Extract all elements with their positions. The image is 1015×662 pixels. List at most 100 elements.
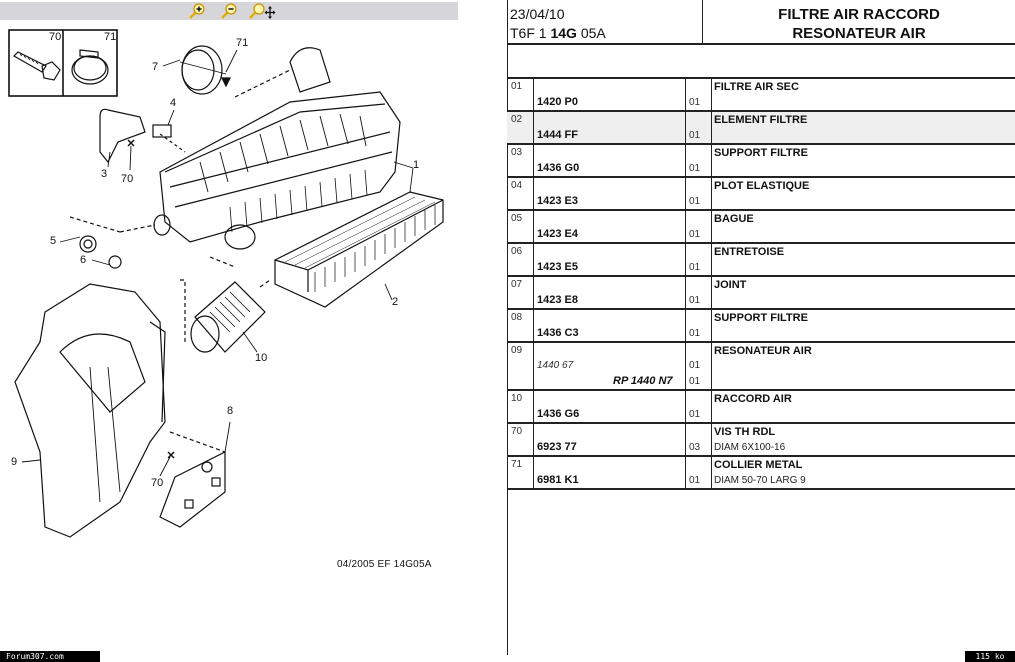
- part-note: DIAM 6X100-16: [714, 442, 786, 453]
- callout-70: 70: [151, 477, 164, 489]
- part-description: RESONATEUR AIR: [714, 345, 812, 357]
- callout-4: 4: [170, 97, 177, 109]
- small-parts: [69, 108, 186, 459]
- callout-70: 70: [49, 31, 62, 43]
- column-separator: [533, 457, 534, 488]
- part-number: RP 1440 N7: [613, 375, 673, 387]
- ring-part: [179, 45, 291, 98]
- bracket-part: [159, 431, 226, 528]
- ref-number: 09: [511, 345, 523, 356]
- ref-number: 10: [511, 393, 523, 404]
- part-description: PLOT ELASTIQUE: [714, 180, 810, 192]
- zoom-pan-button[interactable]: [248, 3, 276, 19]
- column-separator: [711, 145, 712, 176]
- column-separator: [711, 244, 712, 275]
- callout-1: 1: [413, 159, 420, 171]
- quantity: 01: [689, 130, 701, 141]
- part-number: 1420 P0: [537, 96, 578, 108]
- callout-9: 9: [11, 456, 18, 468]
- callout-70: 70: [121, 173, 134, 185]
- column-separator: [533, 391, 534, 422]
- column-separator: [685, 211, 686, 242]
- column-separator: [711, 211, 712, 242]
- column-separator: [533, 277, 534, 308]
- column-separator: [711, 391, 712, 422]
- header-separator: [702, 0, 703, 43]
- part-number: 1423 E4: [537, 228, 578, 240]
- column-separator: [685, 178, 686, 209]
- column-separator: [533, 211, 534, 242]
- diagram-drawing: [8, 29, 444, 538]
- column-separator: [685, 391, 686, 422]
- ref-number: 05: [511, 213, 523, 224]
- size-badge: 115 ko: [965, 651, 1015, 662]
- column-separator: [685, 343, 686, 389]
- part-description: FILTRE AIR SEC: [714, 81, 799, 93]
- column-separator: [711, 310, 712, 341]
- magnifier-move-icon: [249, 3, 276, 19]
- column-separator: [533, 79, 534, 110]
- column-separator: [533, 145, 534, 176]
- quantity: 01: [689, 97, 701, 108]
- column-separator: [685, 310, 686, 341]
- magnifier-minus-icon: [221, 3, 237, 19]
- part-number: 1436 G6: [537, 408, 580, 420]
- zoom-in-button[interactable]: [188, 3, 206, 19]
- part-number: 6923 77: [537, 441, 577, 453]
- column-separator: [685, 112, 686, 143]
- column-separator: [711, 277, 712, 308]
- screw-icon: [13, 51, 61, 81]
- column-separator: [685, 244, 686, 275]
- resonator-part: [14, 283, 166, 538]
- ref-number: 08: [511, 312, 523, 323]
- header-info: 23/04/10 T6F 1 14G 05A: [510, 5, 606, 43]
- column-separator: [685, 145, 686, 176]
- code-bold: 14G: [550, 25, 577, 41]
- column-separator: [711, 178, 712, 209]
- part-number: 1436 G0: [537, 162, 580, 174]
- leader-lines: [21, 49, 414, 477]
- ref-number: 06: [511, 246, 523, 257]
- filter-element-part: [274, 191, 444, 308]
- title-line-2: RESONATEUR AIR: [792, 25, 926, 42]
- parts-list-panel: 23/04/10 T6F 1 14G 05A FILTRE AIR RACCOR…: [507, 0, 1015, 662]
- column-separator: [711, 79, 712, 110]
- part-description: VIS TH RDL: [714, 426, 776, 438]
- part-description: SUPPORT FILTRE: [714, 147, 808, 159]
- part-number: 6981 K1: [537, 474, 579, 486]
- column-separator: [533, 310, 534, 341]
- callout-2: 2: [392, 296, 399, 308]
- clamp-icon: [71, 49, 109, 85]
- column-separator: [685, 424, 686, 455]
- ref-number: 01: [511, 81, 523, 92]
- column-separator: [685, 277, 686, 308]
- column-separator: [533, 244, 534, 275]
- part-description: ENTRETOISE: [714, 246, 785, 258]
- column-separator: [533, 178, 534, 209]
- part-description: BAGUE: [714, 213, 754, 225]
- blank-band: [507, 45, 1015, 79]
- column-separator: [711, 457, 712, 488]
- callout-3: 3: [101, 168, 108, 180]
- callout-71: 71: [104, 31, 117, 43]
- quantity: 03: [689, 442, 701, 453]
- ref-number: 02: [511, 114, 523, 125]
- ref-number: 03: [511, 147, 523, 158]
- parts-header: 23/04/10 T6F 1 14G 05A FILTRE AIR RACCOR…: [507, 0, 1015, 45]
- zoom-out-button[interactable]: [220, 3, 238, 19]
- column-separator: [711, 343, 712, 389]
- part-description: COLLIER METAL: [714, 459, 803, 471]
- table-row[interactable]: 01 1420 P0 01 FILTRE AIR SEC: [507, 79, 1015, 112]
- parts-diagram: 70 71 7 71 4 3 70 1 5 6 2 10 9 8 70 04/2…: [0, 22, 460, 570]
